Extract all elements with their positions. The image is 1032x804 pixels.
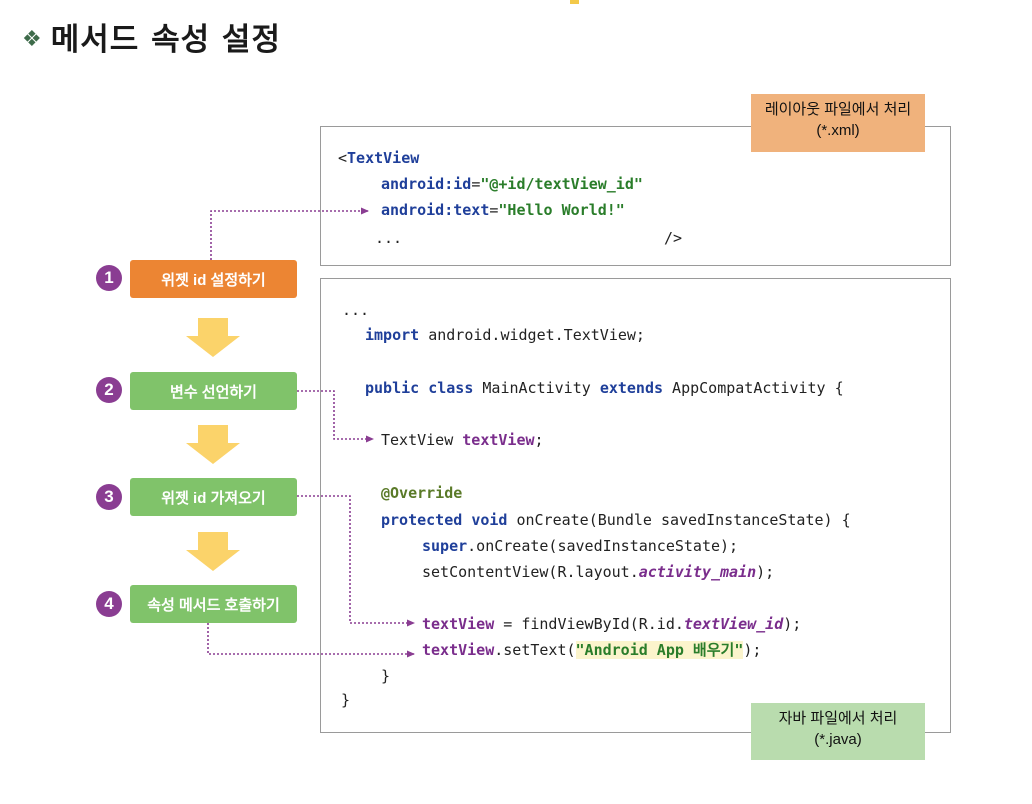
xml-line-3: android:text="Hello World!" <box>381 200 625 220</box>
superclass-name: AppCompatActivity { <box>663 379 844 397</box>
import-path: android.widget.TextView; <box>419 326 645 344</box>
step-3-box: 위젯 id 가져오기 <box>130 478 297 516</box>
call-close: ); <box>756 563 775 581</box>
settext-string: "Android App 배우기" <box>575 641 744 659</box>
variable-textview: textView <box>422 615 495 633</box>
keyword-extends: extends <box>599 379 664 397</box>
type-textview: TextView <box>381 431 463 449</box>
step-1-number: 1 <box>96 265 122 291</box>
xml-attr-value: "Hello World!" <box>498 201 625 219</box>
step-4-number: 4 <box>96 591 122 617</box>
xml-attr-name: id <box>453 175 472 193</box>
xml-line-1: <TextView <box>338 148 419 168</box>
xml-open-bracket: < <box>338 149 348 167</box>
call-close: ); <box>743 641 762 659</box>
step-2-number: 2 <box>96 377 122 403</box>
java-line-ellipsis: ... <box>342 301 370 319</box>
connector-step2-declare <box>297 390 374 443</box>
diamond-bullet-icon: ❖ <box>22 27 43 52</box>
xml-equals: = <box>471 175 481 193</box>
layout-name: activity_main <box>638 563 757 581</box>
java-line-super: super.onCreate(savedInstanceState); <box>422 536 738 556</box>
java-line-settext: textView.setText("Android App 배우기"); <box>422 640 761 660</box>
step-2-box: 변수 선언하기 <box>130 372 297 410</box>
method-signature: onCreate(Bundle savedInstanceState) { <box>507 511 851 529</box>
connector-step1-xml <box>210 207 369 260</box>
super-call: .onCreate(savedInstanceState); <box>467 537 739 555</box>
keyword-public: public <box>365 379 420 397</box>
page-title: ❖ 메서드 속성 설정 <box>22 14 281 59</box>
down-arrow-icon <box>186 425 240 464</box>
java-line-declare: TextView textView; <box>381 430 544 450</box>
java-file-tag: 자바 파일에서 처리 (*.java) <box>751 703 925 760</box>
xml-attr-value: "@+id/textView_id" <box>480 175 643 193</box>
keyword-protected: protected <box>381 511 463 529</box>
variable-textview: textView <box>422 641 495 659</box>
java-line-class: public class MainActivity extends AppCom… <box>365 378 844 398</box>
page-title-text: 메서드 속성 설정 <box>50 22 281 58</box>
xml-tag-line1: 레이아웃 파일에서 처리 <box>764 101 912 118</box>
java-line-oncreate: protected void onCreate(Bundle savedInst… <box>381 510 851 530</box>
title-accent-bar <box>570 0 579 4</box>
xml-attr-name: text <box>453 201 490 219</box>
setcontentview-call: setContentView(R.layout. <box>422 563 639 581</box>
findviewbyid-call: = findViewById(R.id. <box>494 615 684 633</box>
keyword-super: super <box>422 537 468 555</box>
variable-textview: textView <box>462 431 535 449</box>
java-tag-line2: (*.java) <box>814 731 862 748</box>
settext-call: .setText( <box>494 641 576 659</box>
xml-equals: = <box>489 201 499 219</box>
step-4-box: 속성 메서드 호출하기 <box>130 585 297 623</box>
java-line-close-method: } <box>381 667 391 685</box>
step-3-number: 3 <box>96 484 122 510</box>
semicolon: ; <box>534 431 544 449</box>
xml-line-4-close: /> <box>664 229 683 247</box>
keyword-class: class <box>428 379 474 397</box>
xml-tag-line2: (*.xml) <box>816 122 860 139</box>
connector-step4-settext <box>207 623 415 658</box>
xml-file-tag: 레이아웃 파일에서 처리 (*.xml) <box>751 94 925 152</box>
connector-step3-findview <box>297 495 415 627</box>
java-line-import: import android.widget.TextView; <box>365 325 645 345</box>
java-line-override: @Override <box>381 484 463 502</box>
java-line-findview: textView = findViewById(R.id.textView_id… <box>422 614 801 634</box>
keyword-void: void <box>471 511 508 529</box>
java-line-setcontent: setContentView(R.layout.activity_main); <box>422 562 774 582</box>
id-name: textView_id <box>683 615 784 633</box>
keyword-import: import <box>365 326 420 344</box>
call-close: ); <box>783 615 802 633</box>
java-tag-line1: 자바 파일에서 처리 <box>778 710 898 727</box>
xml-line-4-ellipsis: ... <box>375 229 403 247</box>
step-1-box: 위젯 id 설정하기 <box>130 260 297 298</box>
xml-namespace: android: <box>381 201 454 219</box>
xml-line-2: android:id="@+id/textView_id" <box>381 174 643 194</box>
xml-namespace: android: <box>381 175 454 193</box>
class-name: MainActivity <box>473 379 600 397</box>
down-arrow-icon <box>186 318 240 357</box>
xml-element-name: TextView <box>347 149 420 167</box>
down-arrow-icon <box>186 532 240 571</box>
java-line-close-class: } <box>341 691 351 709</box>
